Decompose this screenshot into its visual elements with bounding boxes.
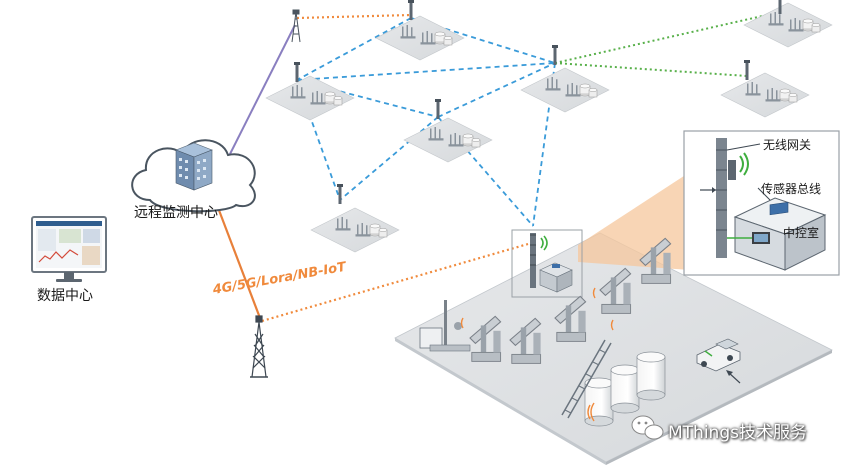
cellular-link-top — [296, 13, 412, 20]
detail-callout-panel — [683, 130, 840, 276]
monitor-icon — [31, 216, 107, 282]
sensor-signal-marks — [460, 287, 614, 331]
well-site-right — [520, 67, 610, 113]
sensor-bus-label: 传感器总线 — [761, 182, 822, 196]
oilfield-pad — [394, 232, 833, 465]
data-center-label: 数据中心 — [37, 288, 93, 304]
well-site-center — [403, 117, 493, 163]
backhaul-link-line — [227, 24, 296, 159]
field-gateway-frame — [511, 229, 583, 298]
wellhead-equipment — [419, 300, 471, 352]
remote-monitoring-center-label: 远程监测中心 — [134, 205, 218, 221]
callout-beam — [578, 172, 690, 270]
well-site-upper-left — [265, 75, 355, 121]
wireless-gateway-icon — [530, 233, 548, 288]
storage-tank-icon-group — [561, 339, 666, 427]
cell-tower-icon-top — [291, 9, 301, 43]
control-room-icon-small — [539, 262, 573, 293]
well-site-left — [310, 207, 400, 253]
well-site-far-right — [720, 72, 810, 118]
server-icon — [175, 142, 213, 191]
wechat-icon — [631, 415, 664, 440]
cellular-link-field — [261, 242, 529, 323]
pickup-truck-icon — [696, 338, 741, 372]
watermark-text: MThings技术服务 — [668, 423, 807, 443]
cloud-to-tower-line — [215, 204, 262, 319]
arrow-icon — [726, 370, 741, 384]
control-room-label: 中控室 — [783, 226, 820, 240]
well-site-far-top-right — [743, 2, 833, 48]
well-site-top — [375, 15, 465, 61]
wireless-gateway-label: 无线网关 — [763, 138, 812, 152]
cell-tower-icon-field — [250, 315, 268, 378]
